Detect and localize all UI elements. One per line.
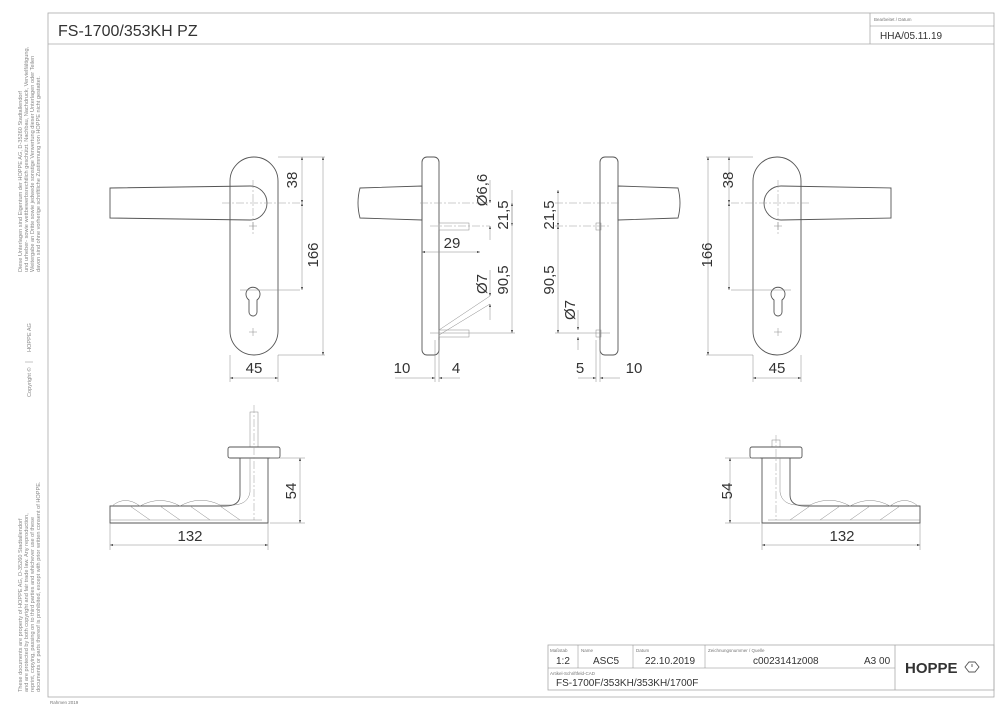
front-view-right [706,156,892,382]
dim-45-right: 45 [769,360,786,377]
drawing-number: c0023141z008 [753,656,819,667]
english-note-3: reprint, copying, passing on to third pa… [30,517,36,692]
scale-label: Maßstab [550,648,568,653]
dim-21-5-right: 21,5 [541,200,558,229]
dim-132-left: 132 [177,528,202,545]
dim-90-5-left: 90,5 [495,265,512,294]
dim-38-right: 38 [720,172,737,189]
dim-166-left: 166 [305,242,322,267]
title-block: Maßstab 1:2 Name ASC5 Datum 22.10.2019 Z… [547,644,995,691]
hoppe-logo: HOPPE [905,660,958,677]
date-label: Datum [636,648,650,653]
article-label: Artikel-Schriftfeld-CAD [550,671,596,676]
drawing-frame [47,12,995,698]
front-view-left [109,156,325,382]
frame-label: Rahmen 2019 [50,700,79,705]
german-note-4: davon sind ohne vorherige schriftliche Z… [36,76,42,272]
dim-dia-6-6: Ø6,6 [474,174,491,207]
dim-4: 4 [452,360,460,377]
drawing-number-label: Zeichnungsnummer / Quelle [708,648,765,653]
dim-54-left: 54 [283,483,300,500]
dim-54-right: 54 [719,483,736,500]
drawing-title: FS-1700/353KH PZ [58,23,198,40]
english-note-4: documents or parts thereof is prohibited… [36,481,42,692]
english-note-1: These documents are property of HOPPE AG… [18,518,24,692]
name-label: Name [581,648,594,653]
side-view-left [357,156,515,382]
dim-dia-7-left: Ø7 [474,274,491,294]
dim-90-5-right: 90,5 [541,265,558,294]
dim-dia-7-right: Ø7 [562,300,579,320]
side-view-right [555,156,681,382]
article-value: FS-1700F/353KH/353KH/1700F [556,678,698,689]
dim-10-left: 10 [394,360,411,377]
scale-value: 1:2 [556,656,570,667]
edited-label: Bearbeitet / Datum [874,17,912,22]
top-view-right [725,435,921,550]
edited-value: HHA/05.11.19 [880,31,943,42]
format-value: A3 00 [864,656,891,667]
dim-132-right: 132 [829,528,854,545]
copyright-label: Copyright © [26,367,33,397]
german-note-3: Weitergabe an Dritte sowie jedwede sonst… [30,56,36,272]
dim-21-5-left: 21,5 [495,200,512,229]
english-note-2: and are protected by both copyright and … [24,513,30,692]
dim-45-left: 45 [246,360,263,377]
dim-10-right: 10 [626,360,643,377]
dim-29: 29 [444,235,461,252]
dim-38-left: 38 [284,172,301,189]
hoppe-logo-icon [964,661,980,673]
top-view-left [109,405,305,550]
german-note-2: und urheber- sowie wettbewerbsrechtlich … [24,46,30,272]
date-value: 22.10.2019 [645,656,695,667]
company-label: HOPPE AG [27,323,33,352]
margin-notes: Copyright © HOPPE AG Diese Unterlagen si… [18,46,42,692]
german-note-1: Diese Unterlagen sind Eigentum der HOPPE… [18,91,24,272]
dim-166-right: 166 [699,242,716,267]
dim-5: 5 [576,360,584,377]
name-value: ASC5 [593,656,620,667]
